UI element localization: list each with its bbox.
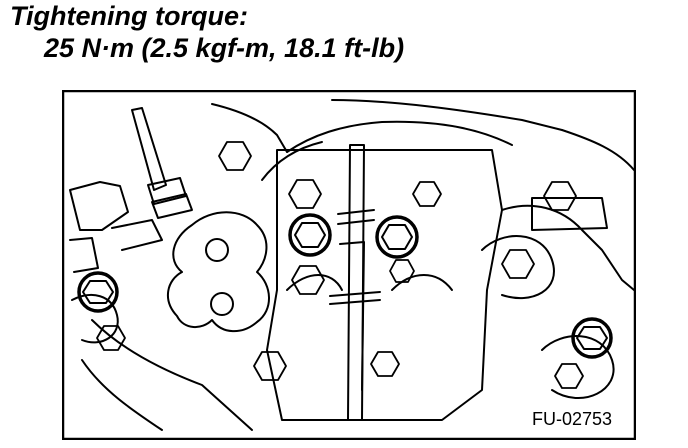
fuel-pipe xyxy=(131,107,167,191)
left-bracket xyxy=(69,181,129,231)
engine-diagram xyxy=(62,90,636,440)
figure-code: FU-02753 xyxy=(532,409,613,429)
right-bracket xyxy=(501,204,635,291)
casting-contour xyxy=(331,99,563,131)
figure-frame xyxy=(62,90,636,440)
center-body xyxy=(266,149,503,421)
casting-contour xyxy=(211,103,288,153)
injector-tube xyxy=(347,144,365,421)
engine-illustration xyxy=(62,90,636,440)
tightening-torque-label: Tightening torque: xyxy=(10,1,248,31)
bracket-plate xyxy=(167,211,270,333)
highlighted-bolt xyxy=(77,213,613,359)
torque-value: 25 N·m (2.5 kgf-m, 18.1 ft-lb) xyxy=(44,33,405,63)
bolt xyxy=(96,141,584,389)
